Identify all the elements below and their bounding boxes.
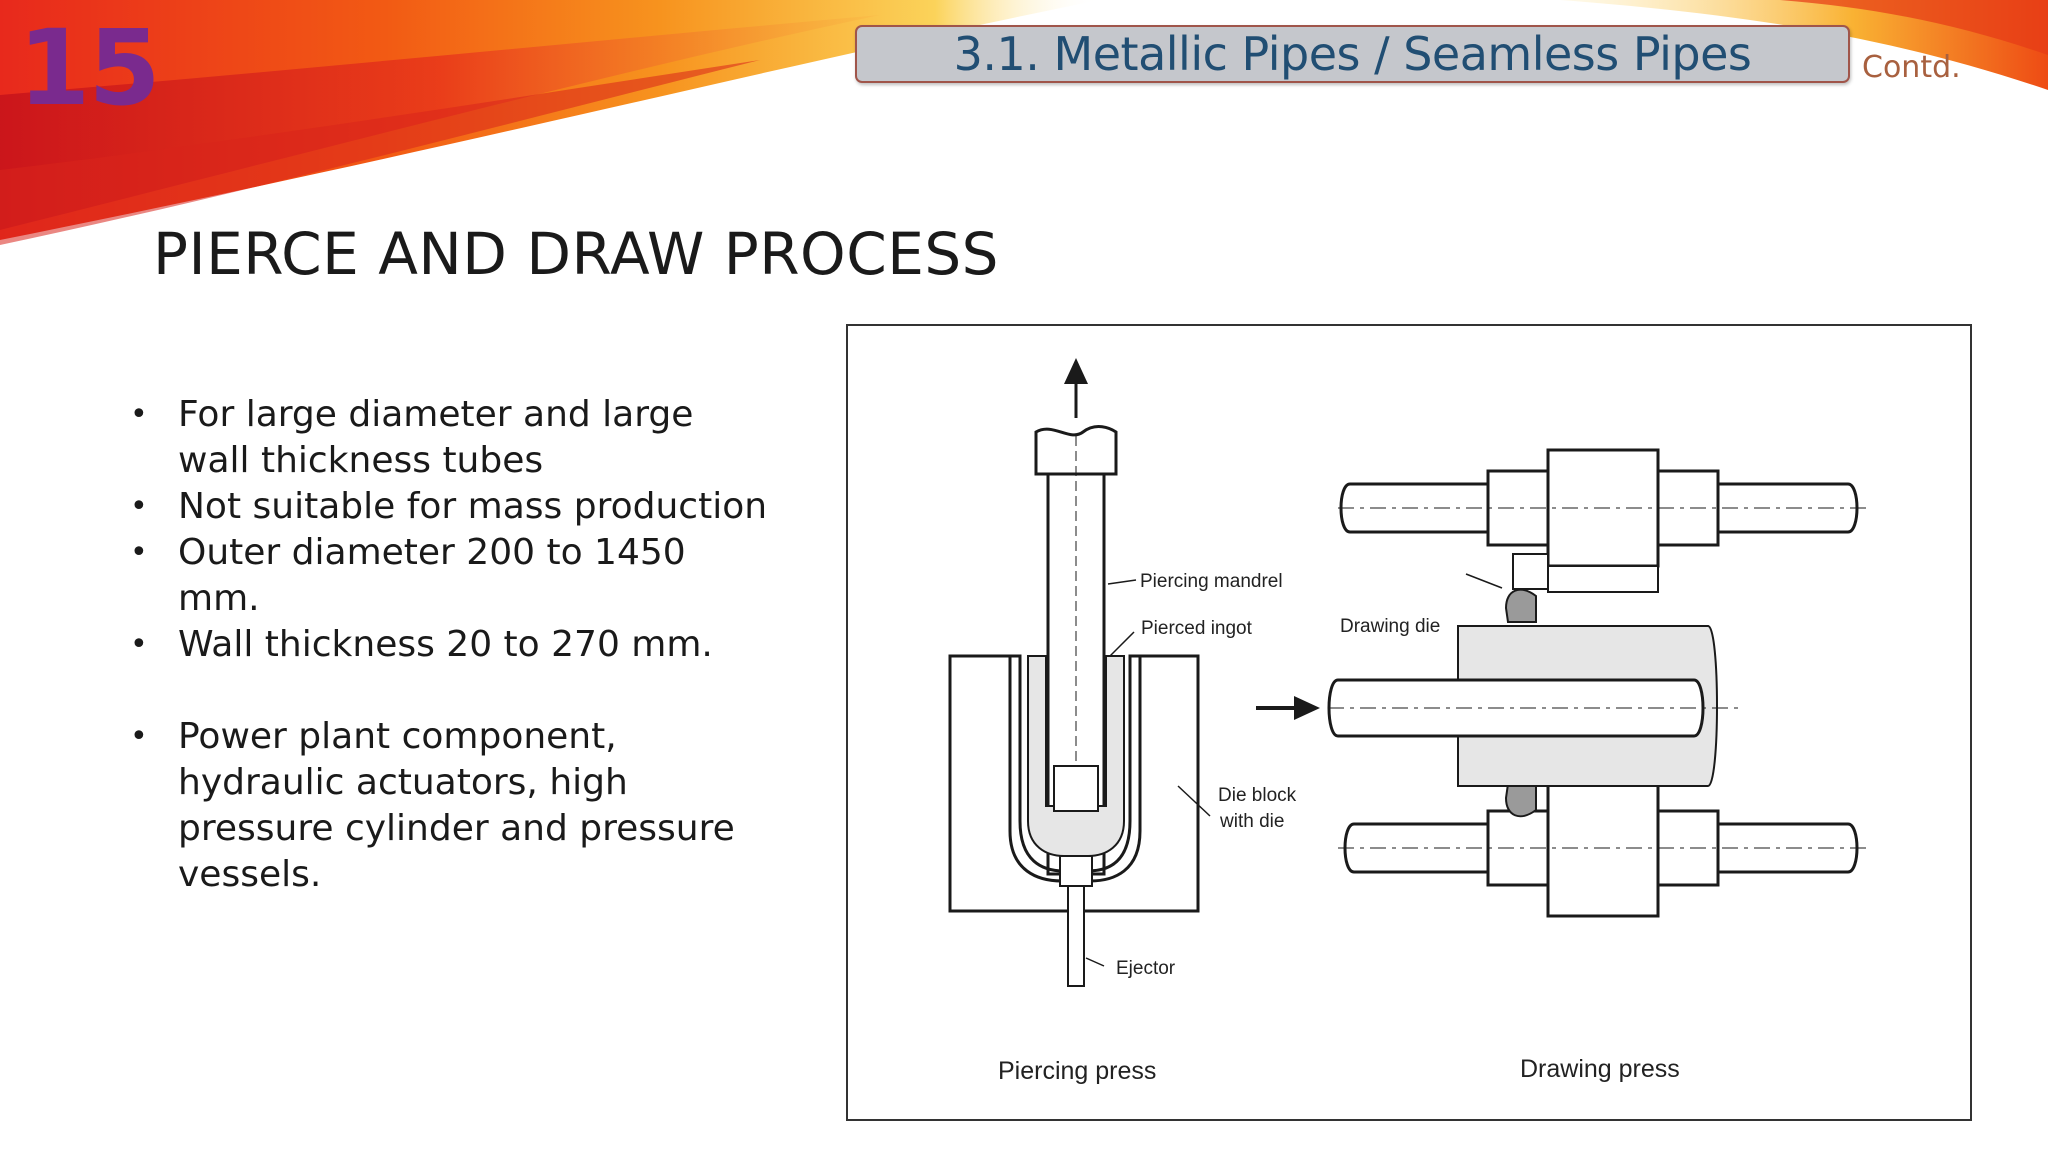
label-ejector: Ejector: [1116, 958, 1176, 979]
pierced-ingot: [1027, 655, 1125, 857]
right-arrow-head-icon: [1294, 696, 1320, 720]
caption-drawing-press: Drawing press: [1520, 1055, 1680, 1083]
drawing-mandrel-bar: [1327, 678, 1705, 738]
ram-top: [1034, 425, 1118, 476]
bullet-item: Power plant component, hydraulic actuato…: [130, 714, 770, 898]
lower-roll: [1546, 776, 1660, 918]
label-pierced-ingot: Pierced ingot: [1141, 618, 1253, 639]
bullet-item: Outer diameter 200 to 1450 mm.: [130, 530, 770, 622]
bullet-item: For large diameter and large wall thickn…: [130, 392, 770, 484]
header-swoosh-decoration: [0, 0, 2048, 245]
slide-number: 15: [18, 7, 161, 129]
label-die-block: Die block: [1218, 785, 1297, 806]
ejector-rod: [1067, 885, 1085, 987]
bullet-item: Not suitable for mass production: [130, 484, 770, 530]
up-arrow-head-icon: [1064, 358, 1088, 384]
mandrel-tip: [1053, 765, 1099, 812]
label-with-die: with die: [1219, 811, 1284, 832]
process-diagram-figure: Piercing mandrel Pierced ingot Die block…: [846, 324, 1972, 1121]
slide-heading: PIERCE AND DRAW PROCESS: [153, 220, 999, 288]
drawing-die-upper: [1504, 588, 1537, 623]
section-title-banner: 3.1. Metallic Pipes / Seamless Pipes: [855, 25, 1850, 83]
caption-piercing-press: Piercing press: [998, 1057, 1156, 1085]
contd-label: Contd.: [1862, 50, 1961, 85]
label-drawing-die: Drawing die: [1340, 616, 1440, 637]
bullet-list: For large diameter and large wall thickn…: [130, 392, 770, 898]
drawing-die-lower: [1504, 783, 1537, 818]
label-piercing-mandrel: Piercing mandrel: [1140, 571, 1283, 592]
bullet-item: Wall thickness 20 to 270 mm.: [130, 622, 770, 668]
process-diagram: Piercing mandrel Pierced ingot Die block…: [948, 358, 1868, 1085]
ejector-head: [1059, 855, 1093, 887]
section-title: 3.1. Metallic Pipes / Seamless Pipes: [953, 27, 1752, 81]
